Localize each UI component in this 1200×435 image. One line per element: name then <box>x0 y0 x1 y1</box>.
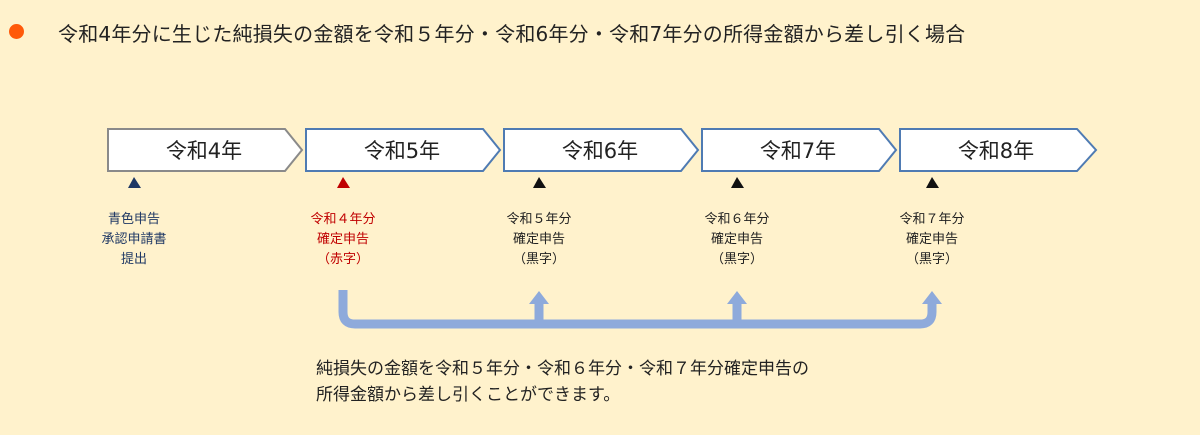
year-label: 令和8年 <box>957 139 1035 163</box>
marker-triangle-5 <box>926 177 939 188</box>
year-arrow-3 <box>503 128 700 172</box>
event-label: 青色申告 承認申請書 提出 <box>74 210 194 270</box>
year-arrow-1 <box>107 128 304 172</box>
event-line: （黒字） <box>905 252 958 267</box>
note-line: 純損失の金額を令和５年分・令和６年分・令和７年分確定申告の <box>316 359 809 379</box>
up-arrowhead-2 <box>727 291 747 304</box>
event-line: （黒字） <box>512 252 565 267</box>
event-label: 令和６年分 確定申告 （黒字） <box>677 210 797 270</box>
event-line: 青色申告 <box>107 212 160 227</box>
event-label: 令和５年分 確定申告 （黒字） <box>479 210 599 270</box>
up-arrowhead-1 <box>529 291 549 304</box>
bullet-icon <box>9 24 24 39</box>
event-label: 令和７年分 確定申告 （黒字） <box>872 210 992 270</box>
heading: 令和4年分に生じた純損失の金額を令和５年分・令和6年分・令和7年分の所得金額から… <box>58 22 966 46</box>
event-line: 令和５年分 <box>506 212 572 227</box>
carryover-bracket <box>338 290 937 329</box>
event-line: 提出 <box>120 252 147 267</box>
year-label: 令和6年 <box>561 139 639 163</box>
event-line: 確定申告 <box>905 232 958 247</box>
event-line: 令和４年分 <box>310 212 376 227</box>
year-label: 令和5年 <box>363 139 441 163</box>
event-line: 令和７年分 <box>899 212 965 227</box>
year-arrow-4 <box>701 128 898 172</box>
note-line: 所得金額から差し引くことができます。 <box>316 385 621 405</box>
year-label: 令和7年 <box>759 139 837 163</box>
marker-triangle-2 <box>337 177 350 188</box>
event-line: （黒字） <box>710 252 763 267</box>
event-line: 令和６年分 <box>704 212 770 227</box>
marker-triangle-4 <box>731 177 744 188</box>
year-arrow-2 <box>305 128 502 172</box>
event-label: 令和４年分 確定申告 （赤字） <box>283 210 403 270</box>
explanation-note: 純損失の金額を令和５年分・令和６年分・令和７年分確定申告の 所得金額から差し引く… <box>316 356 809 408</box>
year-arrow-5 <box>899 128 1098 172</box>
event-line: （赤字） <box>316 252 369 267</box>
up-arrowhead-3 <box>922 291 942 304</box>
marker-triangle-3 <box>533 177 546 188</box>
marker-triangle-1 <box>128 177 141 188</box>
year-label: 令和4年 <box>165 139 243 163</box>
event-line: 確定申告 <box>512 232 565 247</box>
event-line: 確定申告 <box>710 232 763 247</box>
event-line: 承認申請書 <box>101 232 167 247</box>
event-line: 確定申告 <box>316 232 369 247</box>
